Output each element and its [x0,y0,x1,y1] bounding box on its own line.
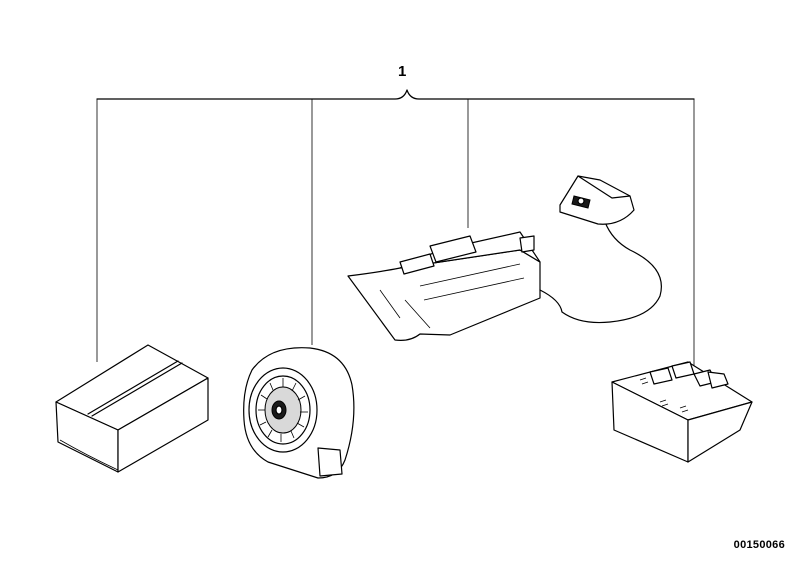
blower-with-switch-icon [347,175,662,341]
catalog-number: 00150066 [733,539,785,551]
box-package-icon [55,344,209,473]
callout-number: 1 [398,63,407,80]
callout-bracket [96,89,695,366]
control-unit-icon [611,361,753,463]
fan-blower-icon [243,347,355,479]
